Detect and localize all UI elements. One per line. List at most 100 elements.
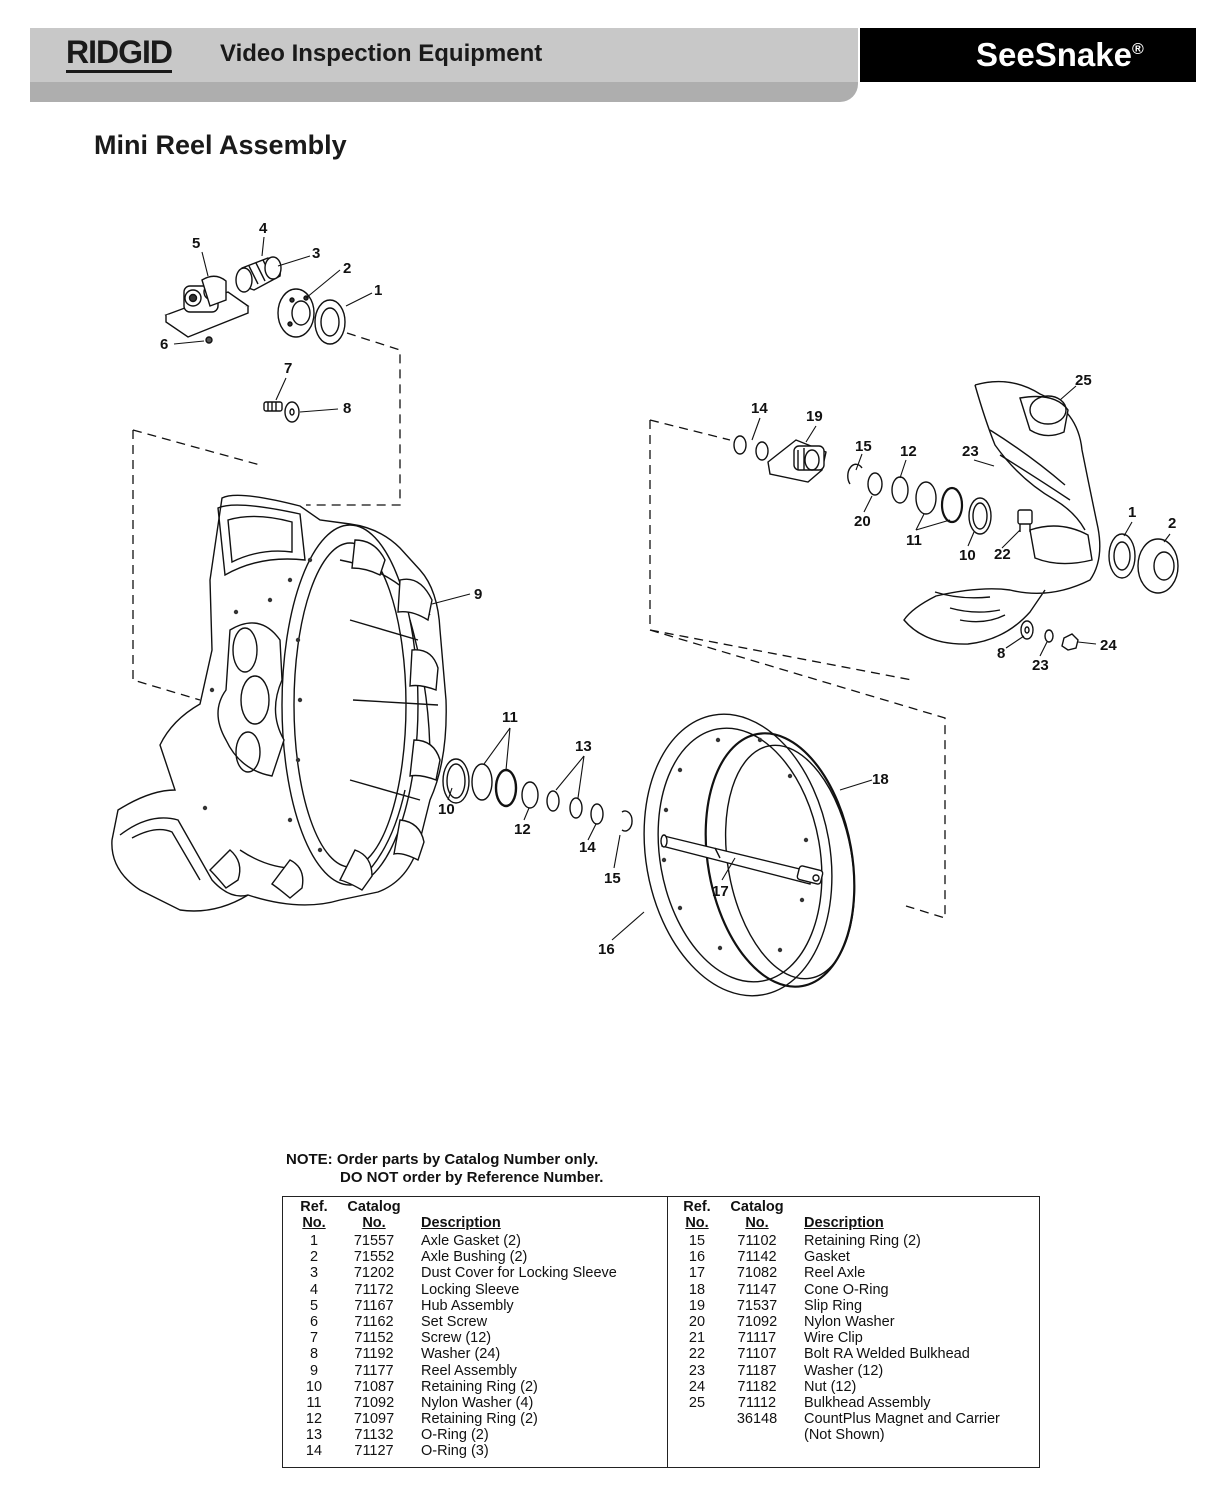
table-header-right: Ref. No. Catalog No. Description <box>668 1199 1040 1233</box>
table-row: 19 71537 Slip Ring <box>668 1298 1040 1314</box>
part-ref: 19 <box>688 1297 706 1314</box>
part-catalog: 71087 <box>353 1378 395 1395</box>
part-catalog: 71202 <box>353 1265 395 1282</box>
parts-column-right: Ref. No. Catalog No. Description 15 71102… <box>668 1199 1040 1443</box>
header-description: Description <box>421 1215 501 1231</box>
callout-23-bottom: 23 <box>1032 657 1049 674</box>
part-catalog: 71537 <box>736 1297 778 1314</box>
part-catalog: 71127 <box>354 1443 394 1460</box>
header-ref-bottom: No. <box>302 1215 326 1231</box>
part-ref: 6 <box>309 1313 319 1330</box>
header-description: Description <box>804 1215 884 1231</box>
part-catalog: 71102 <box>737 1233 777 1249</box>
callout-2-right: 2 <box>1168 515 1176 532</box>
part-catalog: 71092 <box>736 1313 778 1330</box>
callout-19: 19 <box>806 408 823 425</box>
part-catalog: 71117 <box>737 1330 777 1347</box>
callout-10-right: 10 <box>959 547 976 564</box>
part-catalog: 36148 <box>736 1411 778 1428</box>
callout-11-right: 11 <box>906 532 922 549</box>
callout-15-right: 15 <box>855 438 872 455</box>
callout-16: 16 <box>598 941 615 958</box>
table-row: 21 71117 Wire Clip <box>668 1330 1040 1346</box>
part-ref: 21 <box>688 1330 706 1347</box>
table-header-left: Ref. No. Catalog No. Description <box>283 1199 667 1233</box>
part-ref: 12 <box>305 1411 323 1428</box>
header-catalog-bottom: No. <box>362 1215 386 1231</box>
header-catalog-bottom: No. <box>745 1215 769 1231</box>
callout-7: 7 <box>284 360 292 377</box>
part-description: Axle Bushing (2) <box>421 1249 528 1266</box>
part-catalog: 71167 <box>354 1297 394 1314</box>
order-note: NOTE: Order parts by Catalog Number only… <box>286 1151 603 1187</box>
order-note-line-1: NOTE: Order parts by Catalog Number only… <box>286 1151 599 1168</box>
part-description: Slip Ring <box>804 1297 863 1314</box>
reel-drum <box>111 494 447 912</box>
part-description: Cone O-Ring <box>804 1281 889 1298</box>
part-description: Screw (12) <box>421 1330 492 1347</box>
page-title: Mini Reel Assembly <box>94 130 347 160</box>
assembly-guide-lines <box>132 332 946 919</box>
header-band-shadow <box>30 82 858 102</box>
part-catalog: 71112 <box>737 1394 777 1411</box>
part-catalog: 71132 <box>354 1427 394 1444</box>
part-catalog: 71097 <box>353 1411 395 1428</box>
header-subtitle: Video Inspection Equipment <box>220 40 543 67</box>
part-catalog: 71142 <box>737 1249 777 1266</box>
callout-4: 4 <box>259 220 268 237</box>
part-catalog: 71107 <box>737 1346 777 1363</box>
part-catalog: 71082 <box>736 1265 778 1282</box>
header-ref-top: Ref. <box>683 1199 711 1215</box>
part-catalog: 71092 <box>353 1394 395 1411</box>
part-description: Set Screw <box>421 1313 488 1330</box>
callout-20: 20 <box>854 513 871 530</box>
part-ref: 3 <box>309 1265 319 1282</box>
part-ref: 15 <box>688 1233 706 1249</box>
part-catalog: 71147 <box>737 1281 777 1298</box>
callout-6: 6 <box>160 336 168 353</box>
table-row: 36148 CountPlus Magnet and Carrier <box>668 1411 1040 1427</box>
callout-1: 1 <box>374 282 382 299</box>
part-ref: 20 <box>688 1313 706 1330</box>
callout-13: 13 <box>575 738 592 755</box>
part-ref: 7 <box>309 1330 319 1347</box>
header-ref-bottom: No. <box>685 1215 709 1231</box>
callout-24: 24 <box>1100 637 1117 654</box>
part-ref: 17 <box>688 1265 706 1282</box>
part-description: CountPlus Magnet and Carrier <box>804 1411 1000 1428</box>
header-band <box>30 28 858 82</box>
part-description: (Not Shown) <box>804 1427 885 1444</box>
callout-14-right: 14 <box>751 400 768 417</box>
part-ref: 2 <box>309 1249 319 1266</box>
part-description: Wire Clip <box>804 1330 863 1347</box>
slip-ring-group <box>733 435 992 535</box>
part-description: Bulkhead Assembly <box>804 1394 931 1411</box>
part-description: Locking Sleeve <box>421 1281 520 1298</box>
brand-logo: RIDGID <box>66 34 173 73</box>
part-catalog: 71177 <box>354 1362 394 1379</box>
part-catalog: 71557 <box>353 1233 395 1249</box>
part-ref: 4 <box>309 1281 319 1298</box>
part-description: Retaining Ring (2) <box>804 1233 921 1249</box>
table-row: 15 71102 Retaining Ring (2) <box>668 1233 1040 1249</box>
callout-17: 17 <box>712 883 729 900</box>
reel-ring-and-axle <box>643 713 856 997</box>
part-ref: 5 <box>309 1297 319 1314</box>
part-ref: 14 <box>305 1443 323 1460</box>
part-ref: 18 <box>688 1281 706 1298</box>
callout-leader-lines <box>173 236 1171 941</box>
product-band <box>860 28 1196 82</box>
part-description: Nylon Washer (4) <box>421 1394 534 1411</box>
